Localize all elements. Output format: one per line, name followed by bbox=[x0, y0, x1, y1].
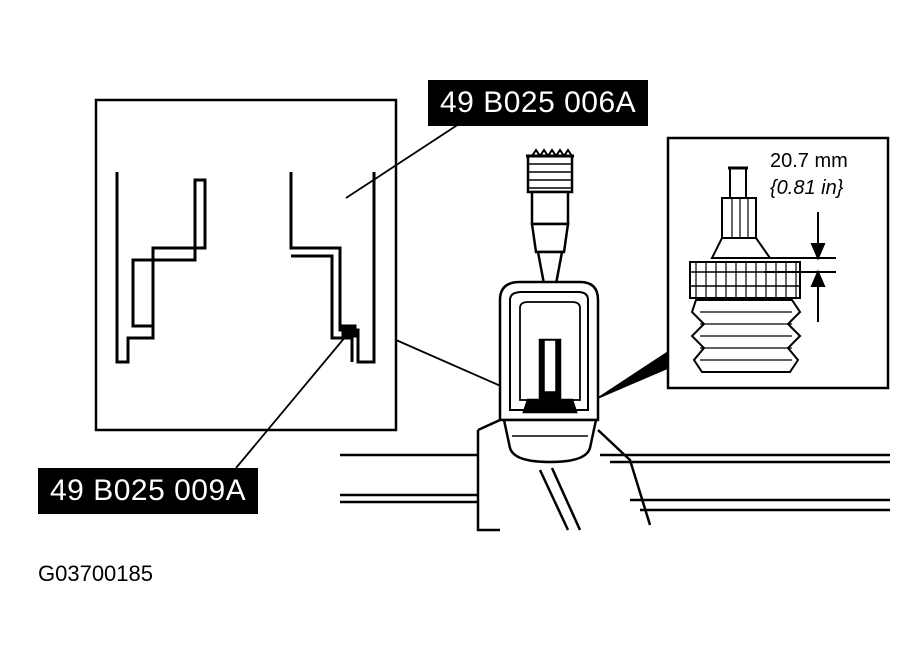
figure-id-label: G03700185 bbox=[38, 561, 153, 586]
tool-cross-section-inset bbox=[94, 98, 398, 432]
press-assembly bbox=[498, 148, 600, 464]
section-left-half bbox=[115, 172, 207, 364]
leader-lines bbox=[235, 121, 529, 469]
callout-tool-upper: 49 B025 006A bbox=[428, 80, 649, 126]
outer-race bbox=[689, 261, 801, 299]
section-right-step bbox=[291, 254, 354, 362]
dimension-detail-inset bbox=[597, 136, 890, 399]
inset-frame-left bbox=[94, 98, 398, 432]
threaded-rod bbox=[526, 154, 574, 194]
inset-frame-right bbox=[666, 136, 890, 390]
leader-lower bbox=[235, 335, 347, 469]
leader-upper bbox=[345, 121, 463, 199]
section-notch bbox=[341, 324, 357, 338]
dimension-imperial-label: {0.81 in} bbox=[770, 177, 844, 199]
dimension-metric-label: 20.7 mm bbox=[770, 150, 848, 172]
dimension-arrows bbox=[764, 212, 836, 322]
press-shaft bbox=[530, 190, 570, 226]
work-base bbox=[340, 418, 890, 532]
callout-tool-lower: 49 B025 009A bbox=[38, 468, 259, 514]
